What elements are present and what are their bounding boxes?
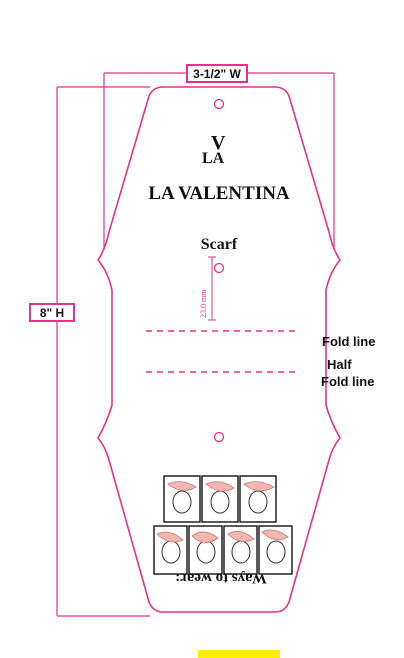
tag-outline: [96, 86, 342, 613]
brand-name: LA VALENTINA: [148, 183, 290, 204]
highlight-bar: [198, 650, 280, 658]
half-fold-line-label: Fold line: [321, 374, 375, 389]
middle-hole: [213, 262, 225, 274]
bottom-hole: [213, 431, 225, 443]
back-heading: Ways to wear:: [175, 570, 267, 586]
monogram-top: V: [211, 132, 226, 154]
fold-line-label: Fold line: [322, 334, 376, 349]
half-label: Half: [327, 357, 352, 372]
hole-spacing-label: 23.0 mm: [199, 289, 208, 318]
hole-spacing-dimension: [208, 256, 216, 321]
monogram-bottom: LA: [202, 150, 225, 167]
height-dimension: [56, 86, 150, 617]
product-name: Scarf: [200, 236, 238, 253]
scarf-ways-to-wear-illustration: [153, 475, 293, 575]
width-dimension-label: 3-1/2" W: [186, 64, 248, 83]
height-dimension-label: 8" H: [29, 303, 75, 322]
top-hole: [213, 98, 225, 110]
